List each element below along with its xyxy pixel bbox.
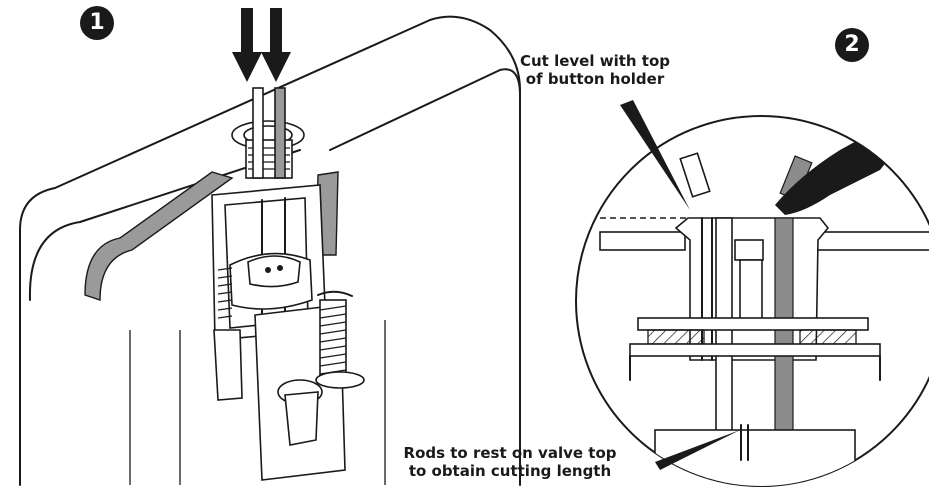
push-down-arrows [232, 8, 291, 82]
rods-rest-callout-line1: Rods to rest on valve top [403, 444, 617, 462]
rods-rest-callout: Rods to rest on valve top to obtain cutt… [370, 444, 650, 480]
cut-level-callout-line1: Cut level with top [520, 52, 670, 70]
cut-level-callout-line2: of button holder [525, 70, 665, 88]
cistern-lid-front-edge [28, 149, 301, 301]
cut-off-piece [679, 152, 711, 198]
rod-right [274, 87, 286, 179]
lid-seal-strip [84, 171, 234, 301]
flush-valve [211, 184, 365, 481]
cistern-lid [19, 15, 521, 486]
rod-left [252, 87, 264, 179]
rods-rest-pointer [655, 430, 740, 470]
cut-level-pointer [620, 100, 690, 210]
magnified-cut-view [575, 100, 929, 487]
cistern-illustration [19, 8, 521, 486]
step-1-badge: 1 [80, 6, 114, 40]
step-2-badge: 2 [835, 28, 869, 62]
rods-rest-callout-line2: to obtain cutting length [408, 462, 612, 480]
cut-level-callout: Cut level with top of button holder [470, 52, 720, 88]
